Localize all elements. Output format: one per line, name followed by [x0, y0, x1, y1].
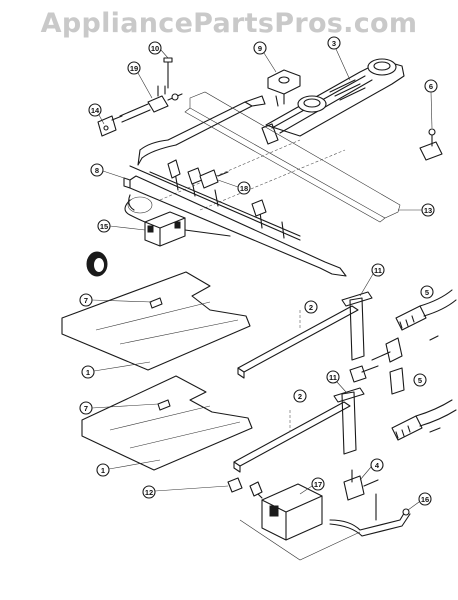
callout-15: 15 — [97, 219, 146, 233]
svg-text:11: 11 — [374, 266, 382, 275]
callout-11b: 11 — [326, 370, 347, 393]
wire-lead-lower — [391, 399, 457, 441]
callout-1a: 1 — [81, 361, 151, 379]
callout-5a: 5 — [420, 285, 434, 299]
callout-16: 16 — [407, 492, 432, 511]
callout-18: 18 — [217, 179, 251, 195]
svg-text:8: 8 — [95, 166, 99, 175]
svg-text:11: 11 — [329, 373, 337, 382]
callout-10: 10 — [148, 41, 169, 59]
callout-17: 17 — [299, 477, 325, 495]
rail-lower — [233, 387, 365, 473]
svg-text:13: 13 — [424, 206, 432, 215]
svg-text:2: 2 — [309, 303, 313, 312]
wire-lead-upper — [395, 289, 457, 341]
rail-upper — [237, 291, 373, 379]
callout-7a: 7 — [79, 293, 153, 307]
svg-text:2: 2 — [298, 392, 302, 401]
svg-text:14: 14 — [91, 106, 100, 115]
manifold — [123, 159, 347, 277]
svg-text:19: 19 — [130, 64, 138, 73]
thermostat-15 — [124, 194, 231, 247]
fitting-12 — [227, 477, 243, 493]
svg-text:4: 4 — [375, 461, 380, 470]
svg-text:16: 16 — [421, 495, 429, 504]
valve-19 — [119, 85, 183, 123]
callout-9: 9 — [253, 41, 277, 73]
callout-2a: 2 — [304, 300, 318, 314]
svg-text:10: 10 — [151, 44, 159, 53]
callout-11a: 11 — [359, 263, 385, 297]
tubing-16 — [329, 493, 411, 537]
callout-2b: 2 — [293, 389, 307, 403]
svg-text:7: 7 — [84, 404, 88, 413]
callout-13: 13 — [398, 203, 435, 217]
svg-text:5: 5 — [418, 376, 422, 385]
svg-text:12: 12 — [145, 488, 153, 497]
callout-1b: 1 — [96, 459, 161, 477]
callout-8: 8 — [90, 163, 131, 181]
callout-4: 4 — [359, 458, 384, 481]
support-frame — [159, 91, 401, 223]
heat-shield-upper — [61, 271, 251, 371]
callout-5b: 5 — [413, 373, 427, 387]
svg-text:7: 7 — [84, 296, 88, 305]
callout-6: 6 — [424, 79, 438, 129]
svg-text:17: 17 — [314, 480, 322, 489]
callout-14: 14 — [88, 103, 105, 125]
heat-shield-lower — [81, 375, 253, 471]
fitting — [389, 367, 405, 395]
svg-text:18: 18 — [240, 184, 248, 193]
thermocouple-6 — [419, 128, 443, 161]
callout-19: 19 — [127, 61, 153, 99]
svg-text:6: 6 — [429, 82, 433, 91]
callout-3: 3 — [327, 36, 351, 81]
svg-text:3: 3 — [332, 39, 336, 48]
svg-text:15: 15 — [100, 222, 108, 231]
burner-tube — [137, 95, 266, 166]
bracket-14 — [97, 115, 123, 137]
screw-10 — [163, 57, 173, 89]
ring-seal — [86, 251, 108, 277]
svg-text:9: 9 — [258, 44, 262, 53]
callout-7b: 7 — [79, 401, 159, 415]
burner-assembly — [261, 58, 405, 145]
spark-ignitor — [267, 69, 301, 107]
svg-text:1: 1 — [101, 466, 105, 475]
callout-12: 12 — [142, 485, 229, 499]
spark-switch-18 — [199, 169, 229, 189]
watermark-text: AppliancePartsPros.com — [40, 8, 418, 39]
safety-valve-4 — [343, 469, 379, 501]
orifice-upper — [349, 337, 403, 383]
regulator-17 — [239, 481, 361, 561]
svg-text:5: 5 — [425, 288, 429, 297]
svg-text:1: 1 — [86, 368, 90, 377]
